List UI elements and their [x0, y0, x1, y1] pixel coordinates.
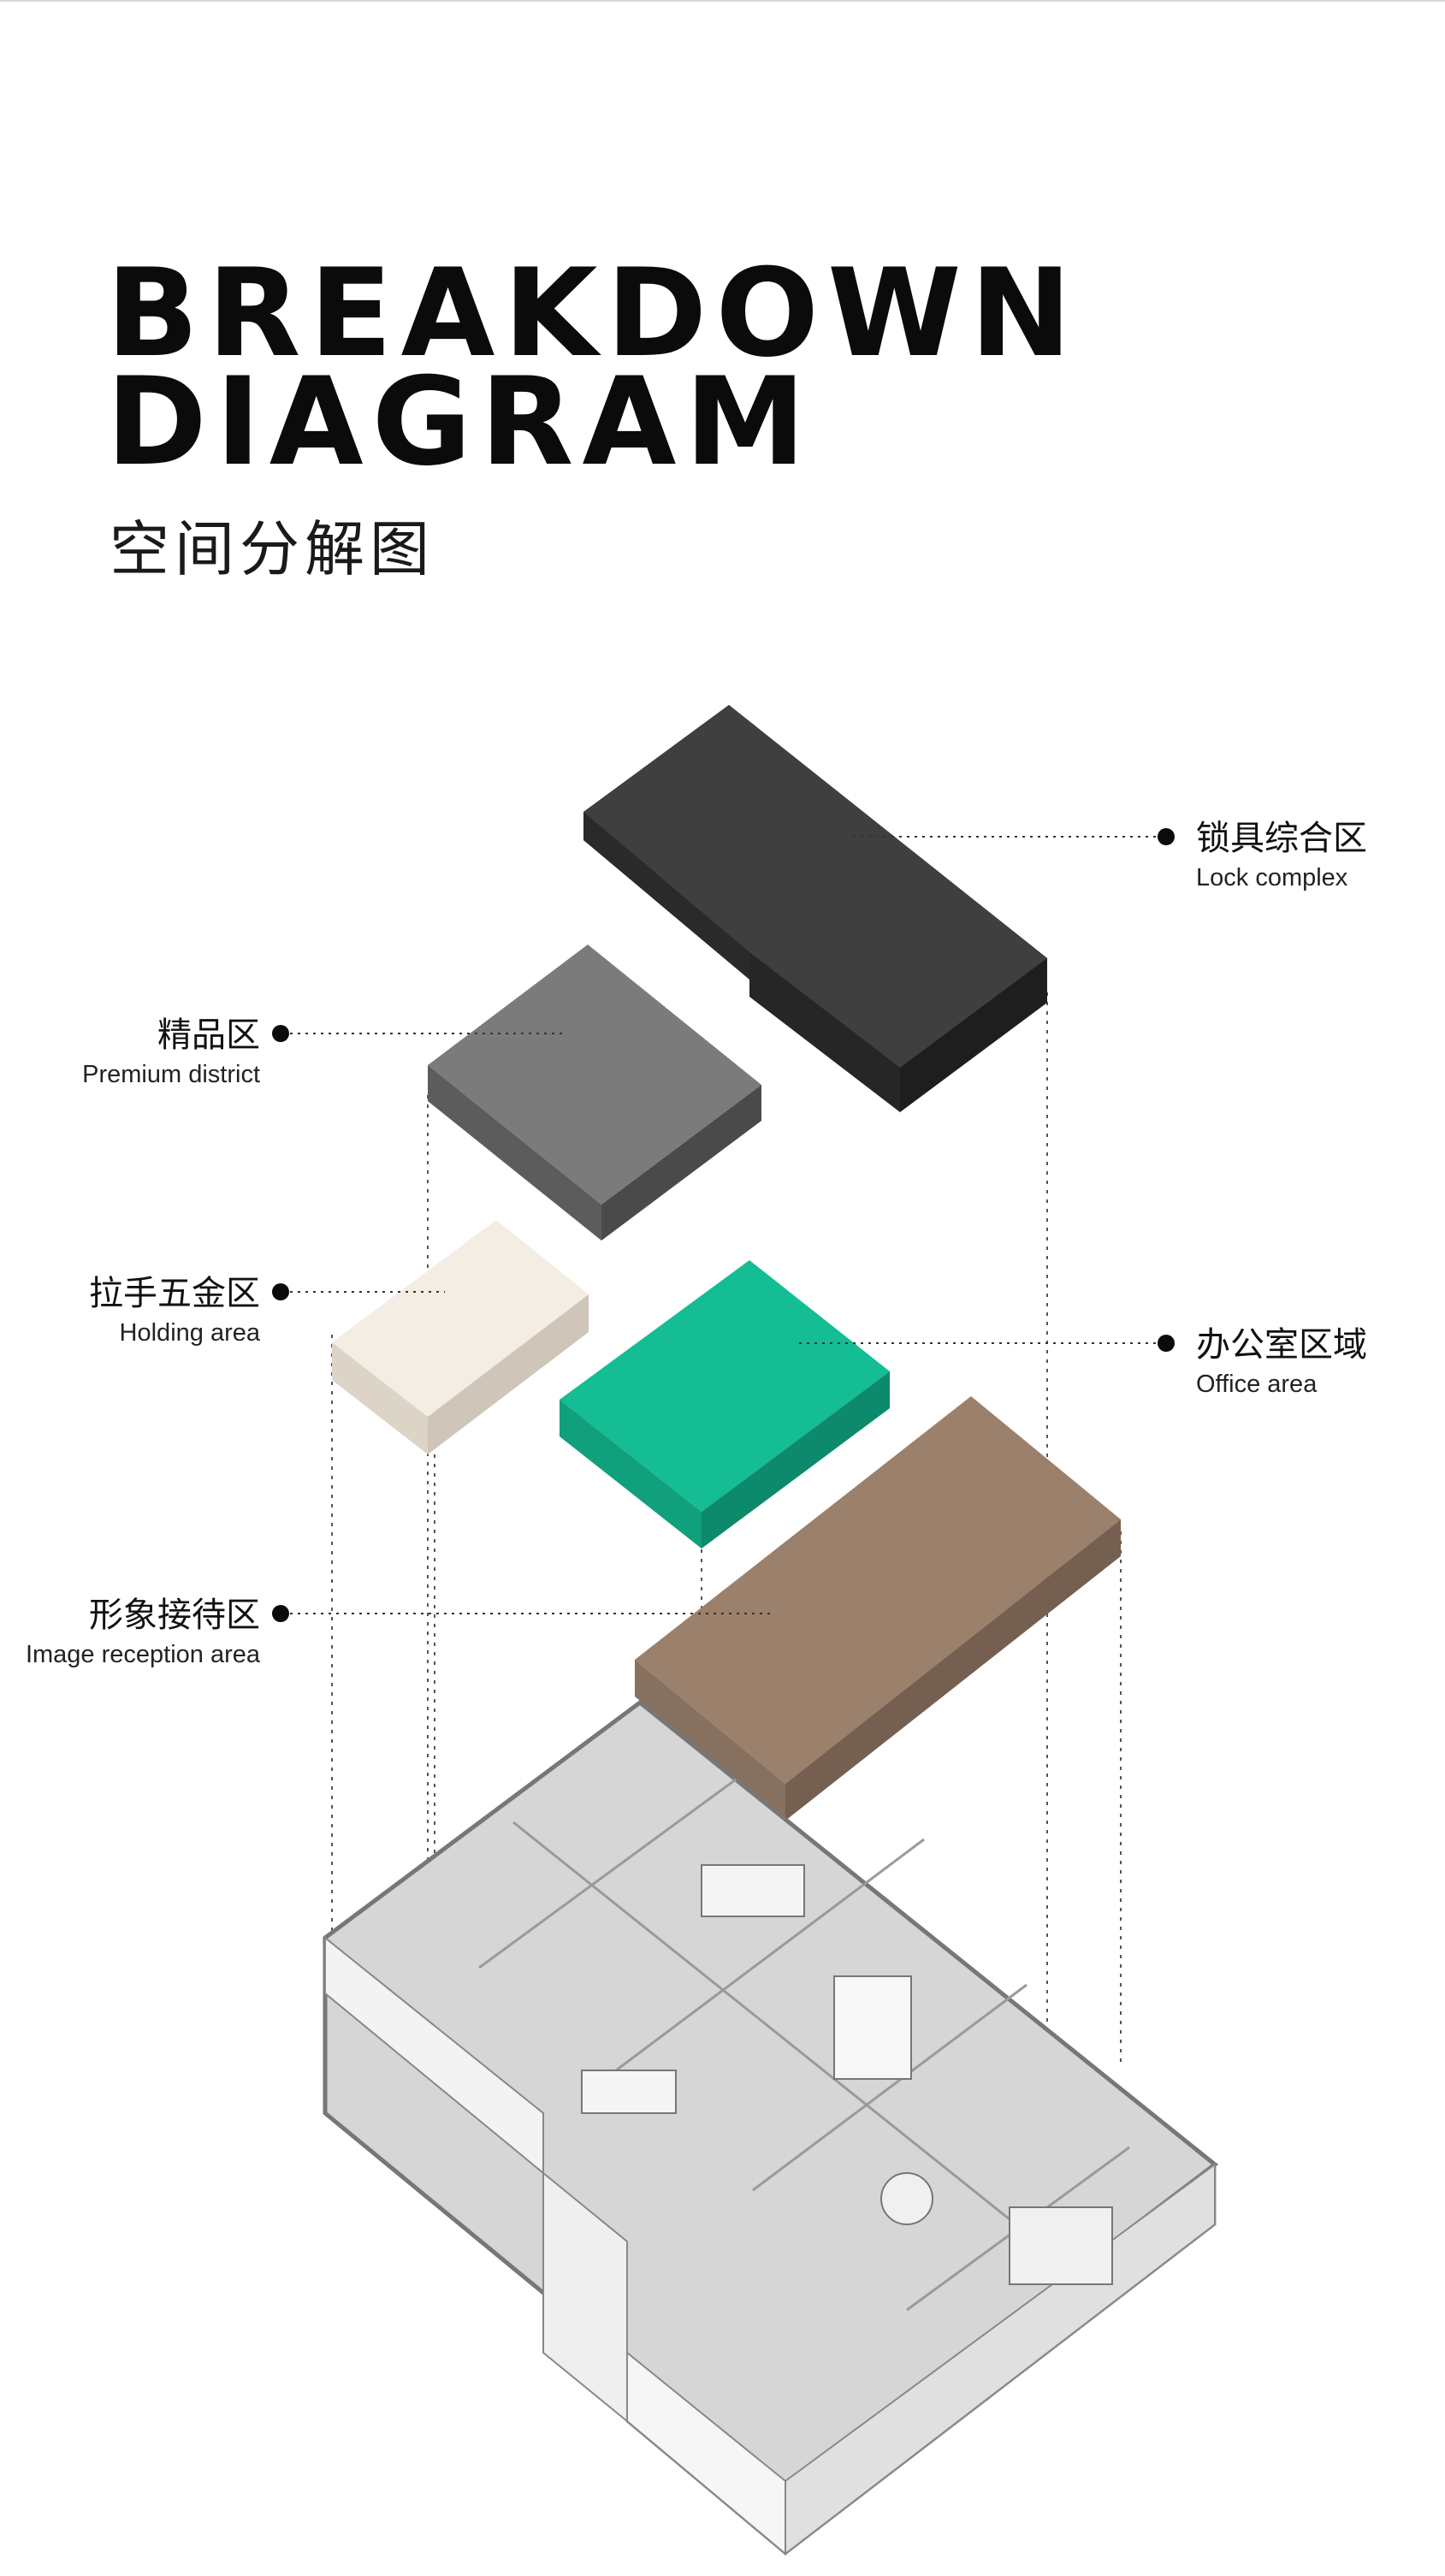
- label-holding-area: 拉手五金区 Holding area: [89, 1276, 260, 1346]
- label-lock-complex-zh: 锁具综合区: [1196, 819, 1367, 858]
- holding-area-block: [332, 1220, 589, 1454]
- label-lock-complex-en: Lock complex: [1196, 864, 1348, 891]
- title-line-1: BREAKDOWN: [106, 243, 1081, 384]
- top-rule: [0, 0, 1445, 2]
- label-image-reception-en: Image reception area: [25, 1641, 260, 1668]
- label-lock-complex: 锁具综合区 Lock complex: [1196, 821, 1367, 891]
- label-holding-area-en: Holding area: [119, 1319, 260, 1347]
- label-premium-district: 精品区 Premium district: [82, 1018, 260, 1087]
- floor-plan-model: [323, 1699, 1219, 2556]
- label-holding-area-zh: 拉手五金区: [89, 1274, 260, 1313]
- label-office-area: 办公室区域 Office area: [1196, 1328, 1367, 1397]
- subtitle: 空间分解图: [110, 514, 435, 584]
- label-office-area-zh: 办公室区域: [1196, 1325, 1367, 1365]
- label-image-reception-zh: 形象接待区: [89, 1596, 260, 1635]
- leader-lines: [282, 836, 1164, 1614]
- label-dots: [272, 828, 1175, 1622]
- title-line-2: DIAGRAM: [106, 352, 814, 493]
- lock-complex-block: [583, 705, 1047, 1112]
- premium-district-block: [428, 945, 761, 1241]
- office-area-block: [560, 1260, 890, 1549]
- image-reception-block: [635, 1396, 1121, 1821]
- label-image-reception: 形象接待区 Image reception area: [26, 1598, 260, 1667]
- label-office-area-en: Office area: [1196, 1371, 1318, 1398]
- label-premium-district-en: Premium district: [82, 1061, 260, 1088]
- label-premium-district-zh: 精品区: [157, 1016, 260, 1055]
